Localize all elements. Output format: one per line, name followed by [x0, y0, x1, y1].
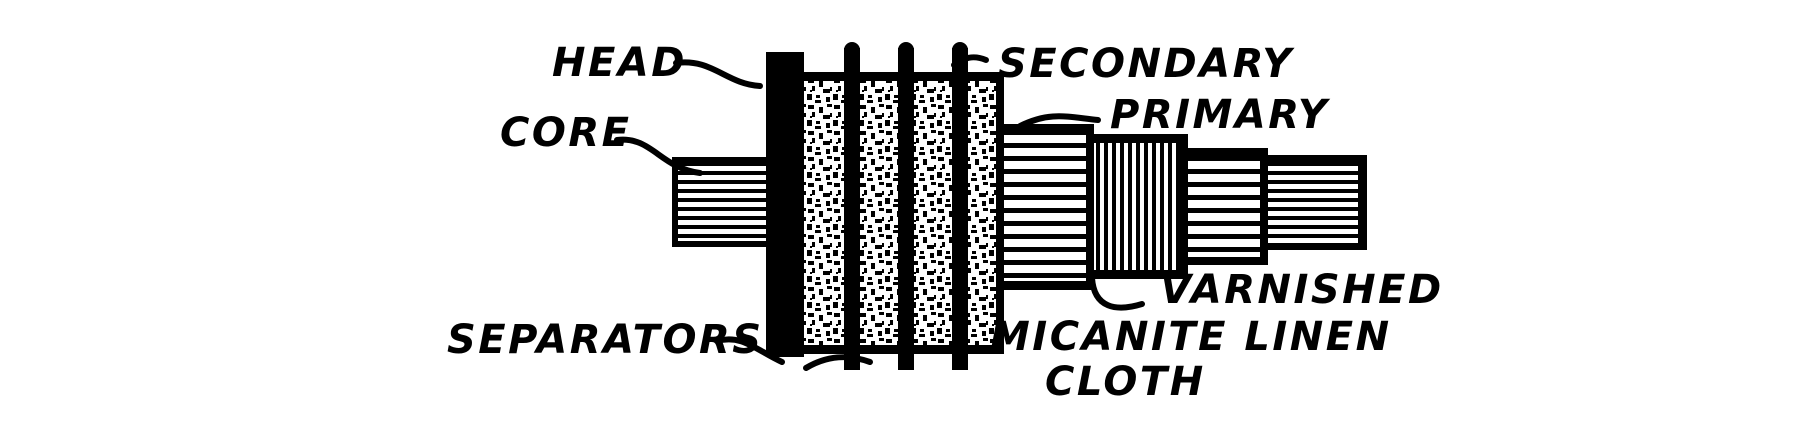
leader-core [614, 136, 703, 176]
primary-winding [1090, 134, 1188, 279]
leader-secondary [951, 54, 989, 68]
secondary-winding-2 [858, 76, 898, 350]
head-plate [766, 52, 804, 357]
secondary-winding-1 [804, 76, 844, 350]
separator-fin-3 [952, 48, 968, 370]
varnished-linen-sleeve [1188, 148, 1268, 265]
drawing-body [672, 42, 1367, 370]
label-separators: SEPARATORS [447, 317, 764, 363]
label-group: HEAD CORE SECONDARY PRIMARY SEPARATORS V… [447, 40, 1444, 405]
label-secondary: SECONDARY [998, 41, 1295, 87]
label-head: HEAD [552, 40, 687, 86]
core-shaft-right [1268, 155, 1367, 250]
micanite-sleeve [1004, 124, 1094, 290]
leader-head [673, 59, 763, 89]
separator-fin-group [844, 42, 968, 370]
label-cloth: CLOTH [1045, 359, 1206, 405]
leader-varnished [1089, 275, 1145, 311]
leader-separators-2 [803, 354, 873, 371]
leader-separators [714, 336, 785, 365]
secondary-winding-group [804, 72, 1004, 354]
label-primary: PRIMARY [1110, 92, 1331, 138]
label-core: CORE [500, 110, 631, 156]
separator-fin-1 [844, 48, 860, 370]
separator-fin-2 [898, 48, 914, 370]
leader-line-group [614, 54, 1145, 371]
label-micanite-linen: MICANITE LINEN [990, 314, 1392, 360]
leader-primary [1017, 113, 1101, 129]
label-varnished: VARNISHED [1160, 267, 1444, 313]
secondary-winding-3 [912, 76, 952, 350]
